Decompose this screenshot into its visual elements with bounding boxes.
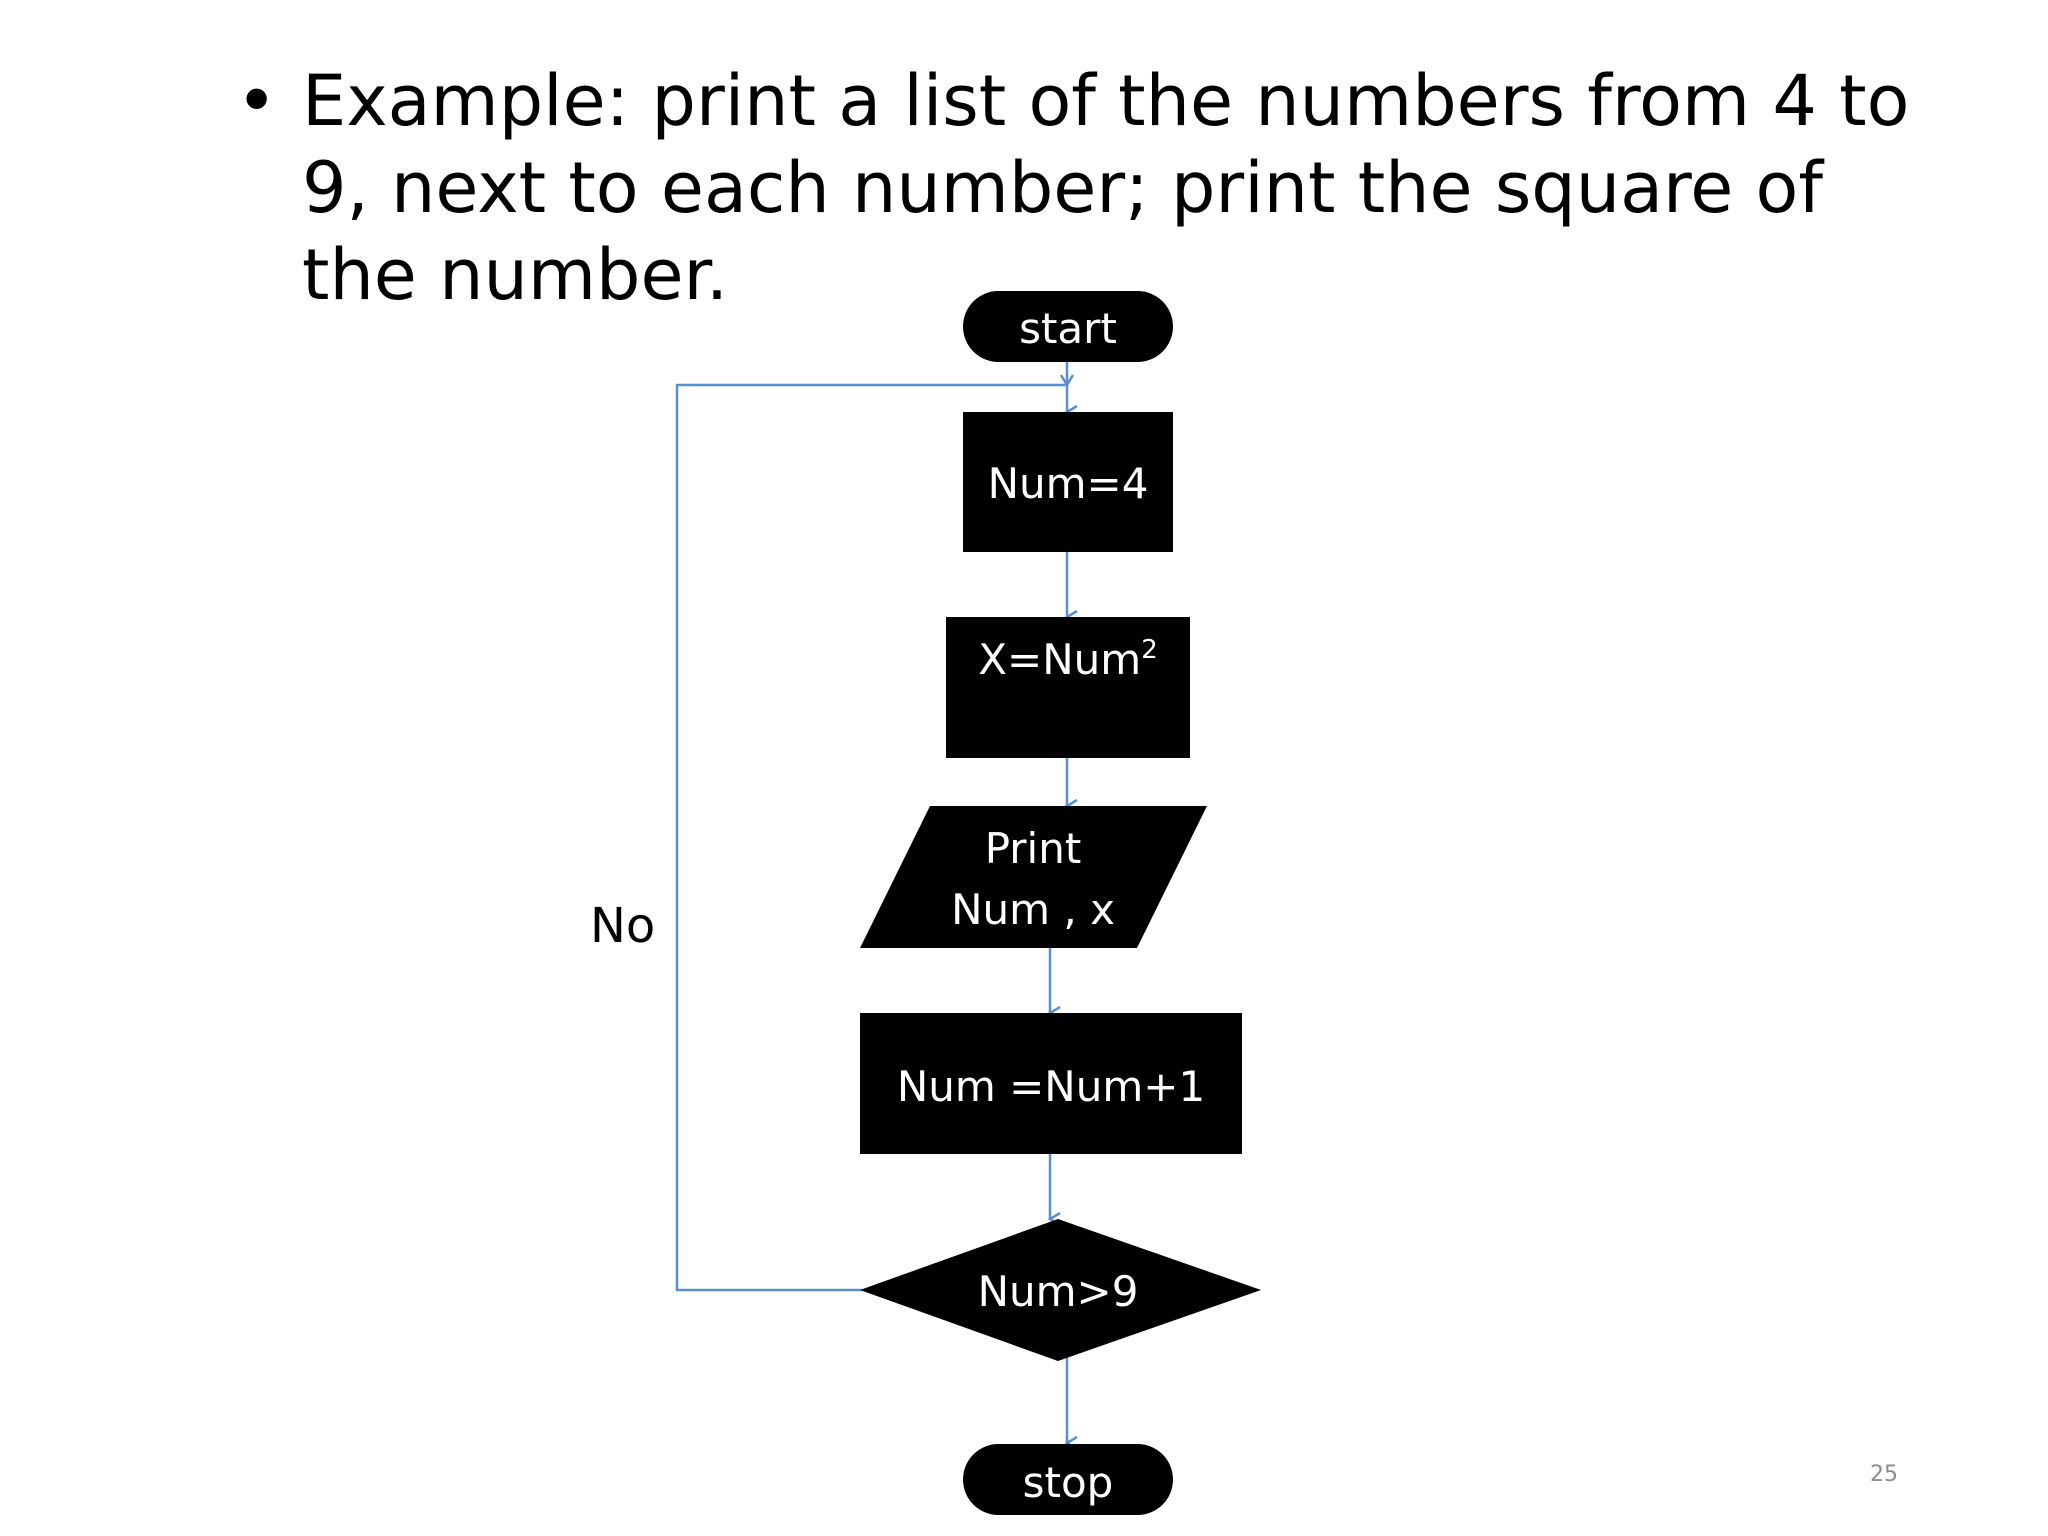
square-label-exponent: 2: [1141, 635, 1158, 665]
page-number: 25: [1870, 1462, 1898, 1487]
bullet-dot: •: [236, 60, 278, 142]
connectors: [675, 362, 1067, 1443]
stop-terminal: [963, 1444, 1173, 1515]
increment-label: Num =Num+1: [897, 1062, 1205, 1111]
connector-loop-back-no: [675, 385, 1067, 1292]
print-label-line1: Print: [985, 824, 1082, 873]
bullet-text: Example: print a list of the numbers fro…: [302, 60, 1910, 316]
bullet-point: • Example: print a list of the numbers f…: [236, 58, 1942, 319]
print-io-parallelogram: [860, 806, 1207, 948]
print-label-line2: Num , x: [951, 885, 1115, 934]
square-label-base: X=Num: [978, 635, 1141, 684]
init-label: Num=4: [988, 459, 1149, 508]
init-process-box: [963, 412, 1173, 552]
square-label: X=Num2: [978, 635, 1157, 684]
decision-diamond: [860, 1219, 1261, 1361]
increment-process-box: [860, 1013, 1242, 1154]
decision-label: Num>9: [978, 1267, 1139, 1316]
stop-label: stop: [1023, 1458, 1114, 1507]
start-terminal: [963, 291, 1173, 362]
square-process-box: [946, 617, 1190, 758]
no-branch-label: No: [590, 898, 655, 954]
start-label: start: [1019, 304, 1117, 353]
